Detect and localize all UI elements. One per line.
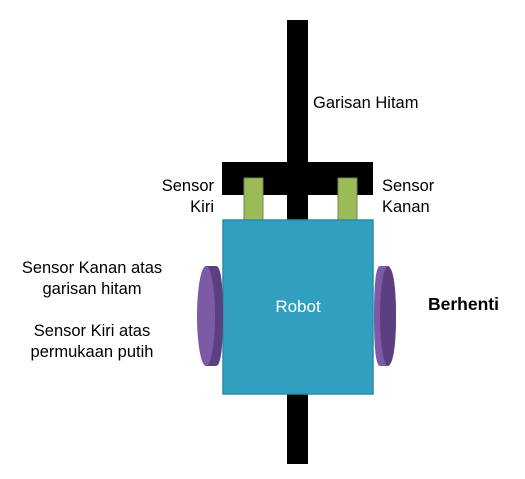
left-sensor (243, 177, 264, 221)
status-left-sensor: Sensor Kiri atas permukaan putih (0, 321, 184, 363)
status-right-sensor: Sensor Kanan atas garisan hitam (0, 258, 184, 300)
left-sensor-label-line1: Sensor (161, 177, 214, 195)
robot-label: Robot (275, 297, 321, 316)
right-sensor-label-line1: Sensor (382, 177, 435, 195)
robot-body (222, 219, 374, 395)
status-left-sensor-line1: Sensor Kiri atas (33, 322, 151, 340)
left-sensor-label: Sensor Kiri (140, 176, 214, 218)
right-sensor (337, 177, 358, 221)
right-sensor-label-line2: Kanan (382, 198, 430, 216)
right-sensor-label: Sensor Kanan (382, 176, 434, 218)
status-right-sensor-line1: Sensor Kanan atas (21, 259, 163, 277)
right-wheel (374, 266, 396, 366)
left-sensor-label-line2: Kiri (190, 198, 214, 216)
action-label: Berhenti (428, 294, 499, 314)
status-left-sensor-line2: permukaan putih (30, 343, 154, 361)
status-right-sensor-line2: garisan hitam (42, 280, 142, 298)
left-wheel (197, 266, 223, 366)
black-line-label: Garisan Hitam (313, 94, 419, 112)
